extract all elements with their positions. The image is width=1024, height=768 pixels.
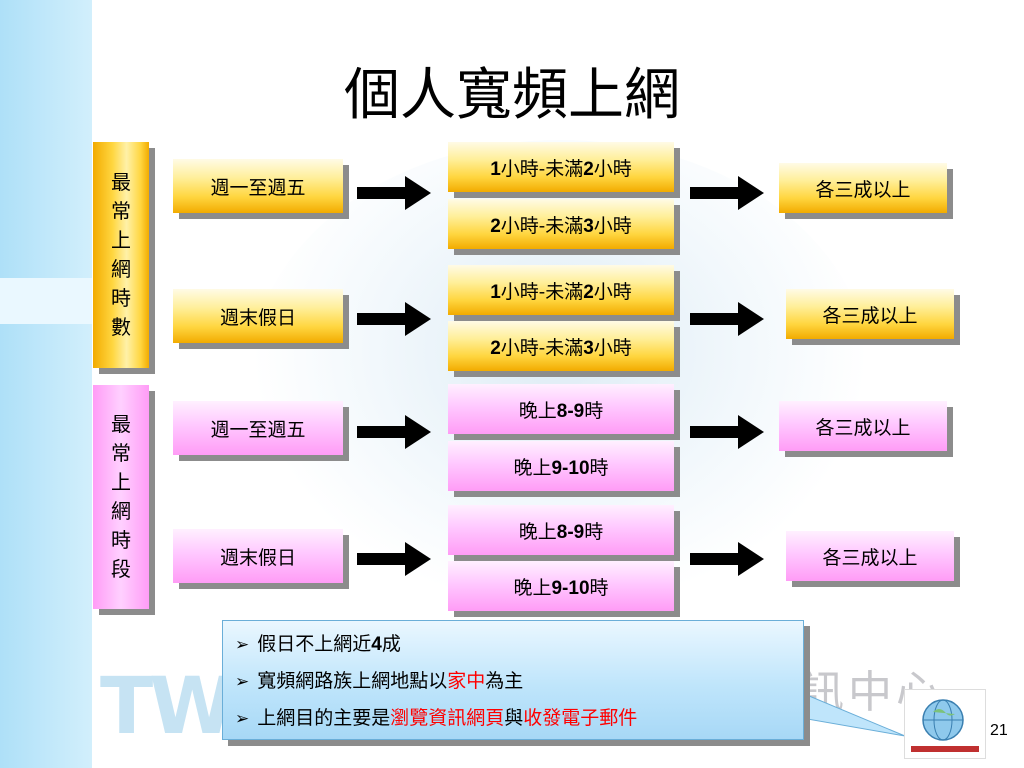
group-label-char: 數	[111, 315, 131, 339]
center-logo	[904, 689, 986, 759]
page-number: 21	[990, 722, 1008, 739]
row3-mid-box-2: 晚上9-10時	[448, 441, 674, 491]
mid-box-text: 晚上8-9時	[518, 399, 604, 422]
row2-right-box: 各三成以上	[786, 289, 954, 339]
bullet-arrow-icon: ➢	[235, 672, 250, 692]
group-label-char: 上	[111, 470, 131, 494]
row1-left-box: 週一至週五	[173, 159, 343, 213]
mid-box-text: 1小時-未滿2小時	[490, 157, 632, 180]
mid-box-text: 晚上9-10時	[513, 576, 609, 599]
row1-mid-box-1: 1小時-未滿2小時	[448, 142, 674, 192]
group-label-char: 網	[111, 499, 131, 523]
row4-right-box: 各三成以上	[786, 531, 954, 581]
row4-mid-box-2: 晚上9-10時	[448, 561, 674, 611]
group-label-char: 最	[111, 170, 131, 194]
group-label-char: 最	[111, 412, 131, 436]
row4-arrow-left-icon	[357, 542, 431, 576]
group-label-char: 上	[111, 228, 131, 252]
mid-box-text: 1小時-未滿2小時	[490, 280, 632, 303]
globe-logo-icon	[911, 699, 979, 752]
group-label-char: 常	[111, 441, 131, 465]
left-stripe	[0, 0, 92, 768]
left-stripe-band	[0, 278, 92, 324]
row2-mid-box-1: 1小時-未滿2小時	[448, 265, 674, 315]
mid-box-text: 2小時-未滿3小時	[490, 214, 632, 237]
row2-mid-box-2: 2小時-未滿3小時	[448, 321, 674, 371]
group-label-char: 時	[111, 286, 131, 310]
row1-mid-box-2: 2小時-未滿3小時	[448, 199, 674, 249]
row3-right-box: 各三成以上	[779, 401, 947, 451]
group-label-period: 最 常 上 網 時 段	[93, 385, 149, 609]
row2-arrow-right-icon	[690, 302, 764, 336]
row3-mid-box-1: 晚上8-9時	[448, 384, 674, 434]
row4-left-box: 週末假日	[173, 529, 343, 583]
row3-arrow-right-icon	[690, 415, 764, 449]
note-item: ➢寬頻網路族上網地點以家中為主	[235, 670, 524, 692]
bullet-arrow-icon: ➢	[235, 709, 250, 729]
background-tw-watermark: TW	[100, 662, 235, 752]
row3-arrow-left-icon	[357, 415, 431, 449]
notes-callout-box: ➢假日不上網近4成 ➢寬頻網路族上網地點以家中為主 ➢上網目的主要是瀏覽資訊網頁…	[222, 620, 804, 740]
bullet-arrow-icon: ➢	[235, 635, 250, 655]
mid-box-text: 晚上8-9時	[518, 520, 604, 543]
row3-left-box: 週一至週五	[173, 401, 343, 455]
group-label-hours: 最 常 上 網 時 數	[93, 142, 149, 368]
group-label-char: 時	[111, 528, 131, 552]
note-item: ➢假日不上網近4成	[235, 633, 401, 655]
mid-box-text: 2小時-未滿3小時	[490, 336, 632, 359]
note-item: ➢上網目的主要是瀏覽資訊網頁與收發電子郵件	[235, 707, 638, 729]
group-label-char: 網	[111, 257, 131, 281]
row1-right-box: 各三成以上	[779, 163, 947, 213]
slide-title: 個人寬頻上網	[344, 63, 680, 128]
row1-arrow-left-icon	[357, 176, 431, 210]
row2-left-box: 週末假日	[173, 289, 343, 343]
row4-mid-box-1: 晚上8-9時	[448, 505, 674, 555]
group-label-char: 段	[111, 557, 131, 581]
row4-arrow-right-icon	[690, 542, 764, 576]
group-label-char: 常	[111, 199, 131, 223]
row2-arrow-left-icon	[357, 302, 431, 336]
mid-box-text: 晚上9-10時	[513, 456, 609, 479]
row1-arrow-right-icon	[690, 176, 764, 210]
